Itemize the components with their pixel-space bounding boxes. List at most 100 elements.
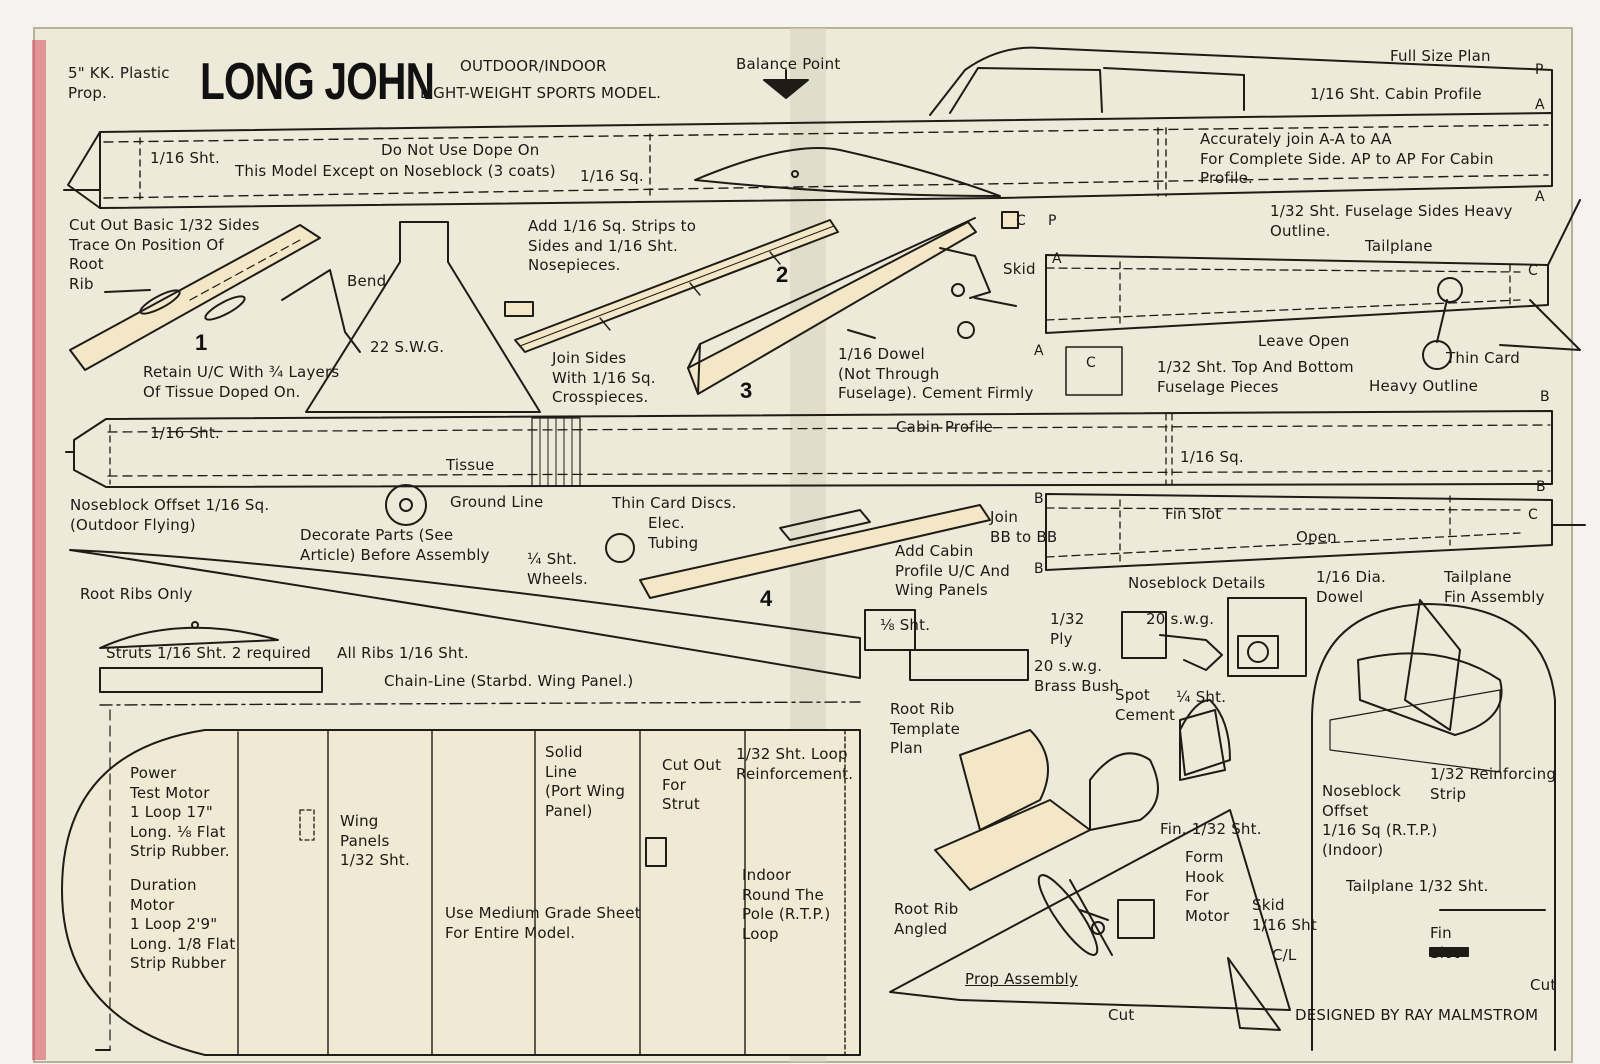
indoor-loop-note: Indoor Round The Pole (R.T.P.) Loop bbox=[742, 866, 831, 943]
add-strips-note: Add 1/16 Sq. Strips to Sides and 1/16 Sh… bbox=[528, 217, 697, 274]
letter-c-2: C bbox=[1528, 263, 1538, 279]
letter-a-1: A bbox=[1535, 97, 1545, 113]
step-number-4: 4 bbox=[760, 586, 773, 611]
all-ribs-label: All Ribs 1/16 Sht. bbox=[337, 644, 469, 662]
subtitle-model: LIGHT-WEIGHT SPORTS MODEL. bbox=[420, 84, 662, 102]
chain-line-label: Chain-Line (Starbd. Wing Panel.) bbox=[384, 672, 634, 690]
fin-sht-label: Fin. 1/32 Sht. bbox=[1160, 820, 1262, 838]
step-number-2: 2 bbox=[776, 262, 789, 287]
swg20-label: 20 s.w.g. bbox=[1146, 610, 1215, 628]
thin-card-label: Thin Card bbox=[1446, 349, 1521, 367]
tail-side-view bbox=[1045, 199, 1581, 396]
cut-label-1: Cut bbox=[1108, 1006, 1135, 1024]
leave-open-label: Leave Open bbox=[1258, 332, 1350, 350]
prop-assembly-label: Prop Assembly bbox=[965, 970, 1078, 988]
fin-slot-label: Fin Slot bbox=[1165, 505, 1222, 523]
noseblock-offset-indoor-label: Noseblock Offset 1/16 Sq (R.T.P.) (Indoo… bbox=[1322, 782, 1438, 859]
join-sides-note: Join Sides With 1/16 Sq. Crosspieces. bbox=[552, 349, 656, 406]
designer-credit: DESIGNED BY RAY MALMSTROM bbox=[1295, 1006, 1539, 1024]
side-sht-label: 1/16 Sht. bbox=[150, 149, 220, 167]
reinforcing-strip-label: 1/32 Reinforcing Strip bbox=[1430, 765, 1557, 803]
solid-line-label: Solid Line (Port Wing Panel) bbox=[545, 743, 626, 820]
step4-assembly bbox=[639, 504, 991, 599]
step-number-3: 3 bbox=[740, 378, 753, 403]
power-motor-note: Power Test Motor 1 Loop 17" Long. ⅛ Flat… bbox=[130, 764, 230, 860]
top-sq-label: 1/16 Sq. bbox=[1180, 448, 1244, 466]
noseblock-offset-note: Noseblock Offset 1/16 Sq. (Outdoor Flyin… bbox=[70, 496, 270, 534]
skid-sht-label: Skid 1/16 Sht bbox=[1252, 896, 1317, 934]
join-bb-note: Join BB to BB bbox=[990, 508, 1058, 546]
letter-p-1: P bbox=[1535, 62, 1544, 78]
fuselage-side-view bbox=[63, 46, 1553, 209]
noseblock-details-label: Noseblock Details bbox=[1128, 574, 1266, 592]
decorate-note: Decorate Parts (See Article) Before Asse… bbox=[300, 526, 490, 564]
letter-p-2: P bbox=[1048, 213, 1057, 229]
letter-b-3: B bbox=[1034, 491, 1044, 507]
full-size-plan-label: Full Size Plan bbox=[1390, 47, 1491, 65]
letter-c-1: C bbox=[1016, 213, 1026, 229]
dowel-dia-label: 1/16 Dia. Dowel bbox=[1316, 568, 1386, 606]
heavy-outline-note: 1/32 Sht. Fuselage Sides Heavy Outline. bbox=[1270, 202, 1513, 240]
top-cabin-profile-label: Cabin Profile bbox=[896, 418, 993, 436]
top-sht-label: 1/16 Sht. bbox=[150, 424, 220, 442]
cut-out-strut-label: Cut Out For Strut bbox=[662, 756, 722, 813]
form-hook-label: Form Hook For Motor bbox=[1185, 848, 1230, 925]
fin-slot-view bbox=[1045, 493, 1586, 571]
step1-note: Cut Out Basic 1/32 Sides Trace On Positi… bbox=[69, 216, 260, 293]
wheels-label: ¼ Sht. Wheels. bbox=[527, 550, 588, 588]
join-note: Accurately join A-A to AA For Complete S… bbox=[1200, 130, 1494, 187]
ground-line-label: Ground Line bbox=[450, 493, 544, 511]
letter-c-3: C bbox=[1086, 355, 1096, 371]
step-number-1: 1 bbox=[195, 330, 208, 355]
dope-note-1: Do Not Use Dope On bbox=[381, 141, 540, 159]
prop-label: 5" KK. Plastic Prop. bbox=[68, 64, 170, 102]
wing-panels-label: Wing Panels 1/32 Sht. bbox=[340, 812, 410, 869]
elec-tubing-label: Elec. Tubing bbox=[648, 514, 699, 552]
step1-side-piece bbox=[69, 224, 361, 371]
ply-label: 1/32 Ply bbox=[1050, 610, 1085, 648]
tailplane-fin-assembly-label: Tailplane Fin Assembly bbox=[1444, 568, 1545, 606]
add-cabin-note: Add Cabin Profile U/C And Wing Panels bbox=[895, 542, 1010, 599]
eighth-sht-label: ⅛ Sht. bbox=[880, 616, 931, 634]
top-bottom-note: 1/32 Sht. Top And Bottom Fuselage Pieces bbox=[1157, 358, 1354, 396]
cabin-profile-label: 1/16 Sht. Cabin Profile bbox=[1310, 85, 1482, 103]
centre-line-label: C/L bbox=[1272, 946, 1297, 964]
swg22-label: 22 S.W.G. bbox=[370, 338, 445, 356]
dope-note-2: This Model Except on Noseblock (3 coats) bbox=[235, 162, 556, 180]
letter-a-3: A bbox=[1052, 251, 1062, 267]
tailplane-label: Tailplane bbox=[1365, 237, 1433, 255]
fin-slot-detail-label: Fin Slot bbox=[1430, 924, 1460, 962]
detail-drawings bbox=[889, 597, 1556, 1051]
dowel-note: 1/16 Dowel (Not Through Fuselage). Cemen… bbox=[838, 345, 1034, 402]
balance-point-label: Balance Point bbox=[736, 55, 841, 73]
medium-grade-note: Use Medium Grade Sheet For Entire Model. bbox=[445, 904, 641, 942]
quarter-sht-label: ¼ Sht. bbox=[1176, 688, 1227, 706]
letter-b-1: B bbox=[1540, 389, 1550, 405]
step2-sides bbox=[504, 219, 839, 353]
bend-label: Bend bbox=[347, 272, 387, 290]
duration-motor-note: Duration Motor 1 Loop 2'9" Long. 1/8 Fla… bbox=[130, 876, 236, 972]
wing-plan bbox=[61, 549, 1029, 1056]
letter-a-4: A bbox=[1034, 343, 1044, 359]
letter-a-2: A bbox=[1535, 189, 1545, 205]
brass-bush-label: 20 s.w.g. Brass Bush bbox=[1034, 657, 1120, 695]
spot-cement-label: Spot Cement bbox=[1115, 686, 1176, 724]
retain-note: Retain U/C With ¾ Layers Of Tissue Doped… bbox=[143, 363, 340, 401]
undercarriage-wire bbox=[305, 221, 541, 413]
tissue-label: Tissue bbox=[446, 456, 495, 474]
root-rib-template-label: Root Rib Template Plan bbox=[890, 700, 961, 757]
tailplane-sht-label: Tailplane 1/32 Sht. bbox=[1346, 877, 1489, 895]
thin-card-discs-label: Thin Card Discs. bbox=[612, 494, 737, 512]
letter-b-2: B bbox=[1536, 479, 1546, 495]
step3-box bbox=[687, 211, 1019, 395]
letter-b-4: B bbox=[1034, 561, 1044, 577]
fuselage-top-view bbox=[65, 410, 1553, 563]
struts-label: Struts 1/16 Sht. 2 required bbox=[106, 644, 311, 662]
letter-c-4: C bbox=[1528, 507, 1538, 523]
root-rib-angled-label: Root Rib Angled bbox=[894, 900, 959, 938]
page-title: LONG JOHN bbox=[200, 53, 435, 111]
side-sq-label: 1/16 Sq. bbox=[580, 167, 644, 185]
subtitle-outdoor: OUTDOOR/INDOOR bbox=[460, 57, 607, 75]
skid-label: Skid bbox=[1003, 260, 1036, 278]
